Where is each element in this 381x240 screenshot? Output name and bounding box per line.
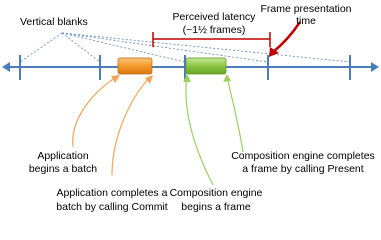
- comp-completes-label: Composition engine completes: [231, 150, 375, 162]
- application-arrows: [72, 75, 152, 176]
- composition-arrows: [185, 75, 244, 186]
- app-begins-arrowhead: [111, 75, 120, 83]
- comp-completes-sublabel: a frame by calling Present: [242, 163, 363, 175]
- comp-begins-sublabel: begins a frame: [181, 201, 251, 213]
- frame-presentation-sublabel: time: [296, 15, 316, 27]
- vertical-blanks-label: Vertical blanks: [20, 16, 88, 28]
- perceived-latency-label: Perceived latency: [173, 11, 257, 23]
- vertical-blank-pointers: [19, 32, 351, 63]
- app-completes-arrowhead: [145, 75, 153, 84]
- frame-presentation-arrow: [269, 21, 302, 57]
- app-completes-sublabel: batch by calling Commit: [56, 201, 168, 213]
- perceived-latency-sublabel: (~1½ frames): [183, 24, 246, 36]
- comp-begins-arrowhead: [183, 74, 191, 82]
- app-completes-label: Application completes a: [57, 187, 168, 199]
- composition-frame-bar: [185, 57, 227, 75]
- comp-completes-arrowhead: [223, 74, 231, 82]
- comp-begins-label: Composition engine: [170, 187, 263, 199]
- perceived-latency-marker: [152, 32, 271, 47]
- app-batch-bar: [117, 57, 153, 75]
- frame-presentation-label: Frame presentation: [260, 3, 351, 15]
- app-begins-label: Application: [37, 150, 89, 162]
- app-begins-sublabel: begins a batch: [29, 163, 97, 175]
- frame-timing-diagram: Vertical blanks Perceived latency (~1½ f…: [2, 3, 379, 213]
